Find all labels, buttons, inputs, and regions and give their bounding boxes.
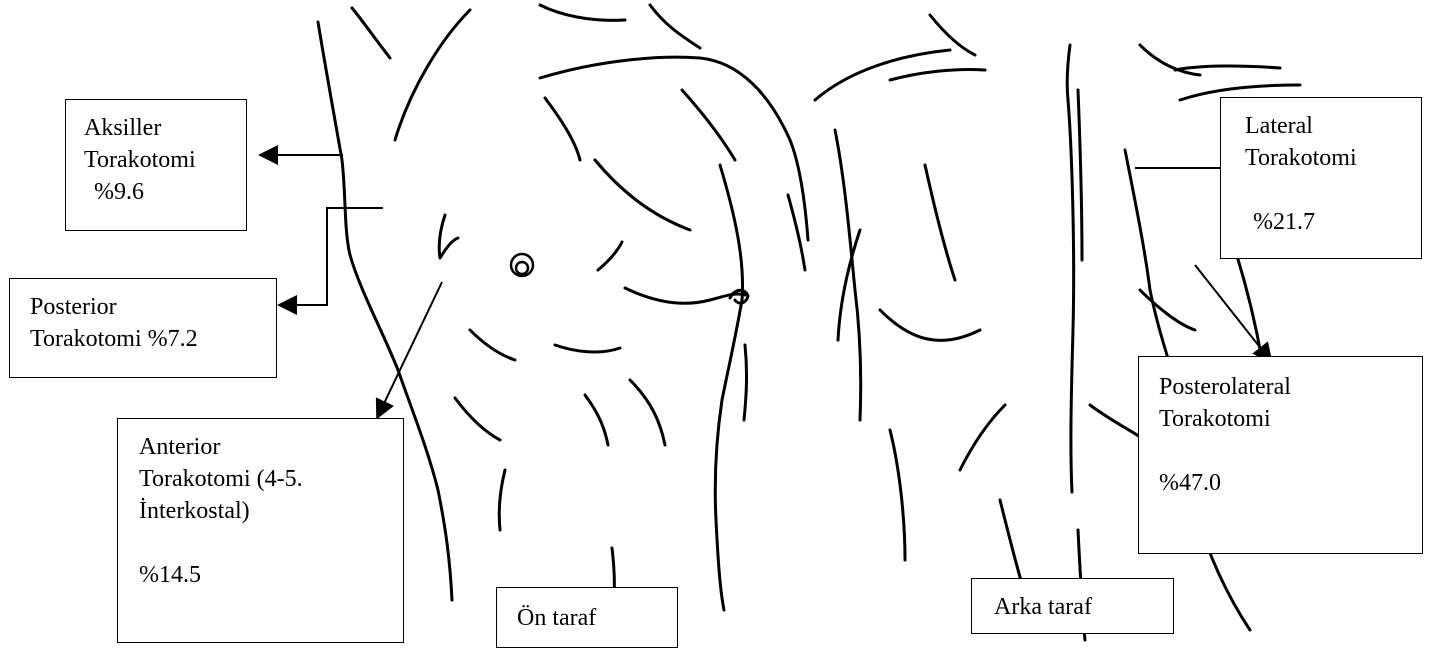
anterior-torakotomi-label: Anterior Torakotomi (4-5. İnterkostal) %… xyxy=(117,418,404,643)
front-left-neck xyxy=(352,8,390,58)
front-rib-5 xyxy=(630,380,665,445)
front-clavicle-left xyxy=(545,98,580,160)
front-neck-mid xyxy=(540,5,625,20)
front-deltoid xyxy=(788,195,805,270)
front-right-side-2 xyxy=(744,345,747,420)
lateral-line-1: Lateral xyxy=(1245,110,1421,142)
back-scapula-left xyxy=(880,310,980,340)
aksiller-line-2: Torakotomi xyxy=(84,144,246,176)
arrow-posterolateral xyxy=(1195,265,1270,360)
front-rib-1 xyxy=(470,330,515,360)
back-upper-line xyxy=(890,69,985,80)
posterior-line-2: Torakotomi %7.2 xyxy=(30,323,276,355)
back-scapula-left-2 xyxy=(925,165,955,280)
back-lower-right xyxy=(1090,405,1145,440)
front-view-label: Ön taraf xyxy=(496,587,678,648)
back-lower-left xyxy=(890,430,905,560)
posterolateral-line-2: Torakotomi xyxy=(1159,403,1422,435)
anterior-line-1: Anterior xyxy=(139,431,403,463)
front-pec-lower xyxy=(625,288,745,303)
back-left-neck xyxy=(930,15,975,55)
aksiller-line-1: Aksiller xyxy=(84,112,246,144)
lateral-torakotomi-label: Lateral Torakotomi %21.7 xyxy=(1220,97,1422,259)
posterolateral-percent: %47.0 xyxy=(1159,467,1422,499)
front-left-shoulder xyxy=(395,10,470,140)
arrow-posterior xyxy=(281,208,383,305)
front-view-text: Ön taraf xyxy=(517,602,677,634)
front-rib-4 xyxy=(585,395,608,445)
back-left-side-2 xyxy=(838,230,860,340)
front-axilla-mark xyxy=(439,215,458,258)
front-ear-mark xyxy=(730,290,748,303)
back-right-side xyxy=(1125,150,1175,380)
lateral-percent: %21.7 xyxy=(1245,206,1421,238)
aksiller-percent: %9.6 xyxy=(84,176,246,208)
front-rib-6 xyxy=(499,470,505,530)
front-nipple xyxy=(516,262,528,274)
lateral-line-2: Torakotomi xyxy=(1245,142,1421,174)
back-spine xyxy=(1067,45,1073,492)
back-right-shoulder-1 xyxy=(1175,66,1280,70)
back-waist-left xyxy=(960,405,1005,470)
anterior-line-3: İnterkostal) xyxy=(139,495,403,527)
posterolateral-torakotomi-label: Posterolateral Torakotomi %47.0 xyxy=(1138,356,1423,554)
front-right-shoulder xyxy=(540,57,808,240)
front-neck-right xyxy=(650,5,700,48)
back-left-shoulder xyxy=(815,50,950,100)
back-scapula-right xyxy=(1140,290,1195,330)
front-rib-3 xyxy=(455,398,500,440)
anterior-line-2: Torakotomi (4-5. xyxy=(139,463,403,495)
back-view-label: Arka taraf xyxy=(971,578,1174,634)
back-right-neck xyxy=(1140,45,1200,75)
posterolateral-line-1: Posterolateral xyxy=(1159,371,1422,403)
front-chest-line xyxy=(595,160,690,230)
front-rib-2 xyxy=(555,345,620,352)
aksiller-torakotomi-label: Aksiller Torakotomi %9.6 xyxy=(65,99,247,231)
front-pec-left xyxy=(598,242,622,270)
anterior-percent: %14.5 xyxy=(139,559,403,591)
back-view-text: Arka taraf xyxy=(994,591,1173,623)
front-right-side xyxy=(715,165,742,610)
posterior-torakotomi-label: Posterior Torakotomi %7.2 xyxy=(9,278,277,378)
posterior-line-1: Posterior xyxy=(30,291,276,323)
back-spine-2 xyxy=(1078,90,1082,260)
front-shoulder-crease xyxy=(682,90,735,160)
front-nipple-outer xyxy=(511,254,533,276)
